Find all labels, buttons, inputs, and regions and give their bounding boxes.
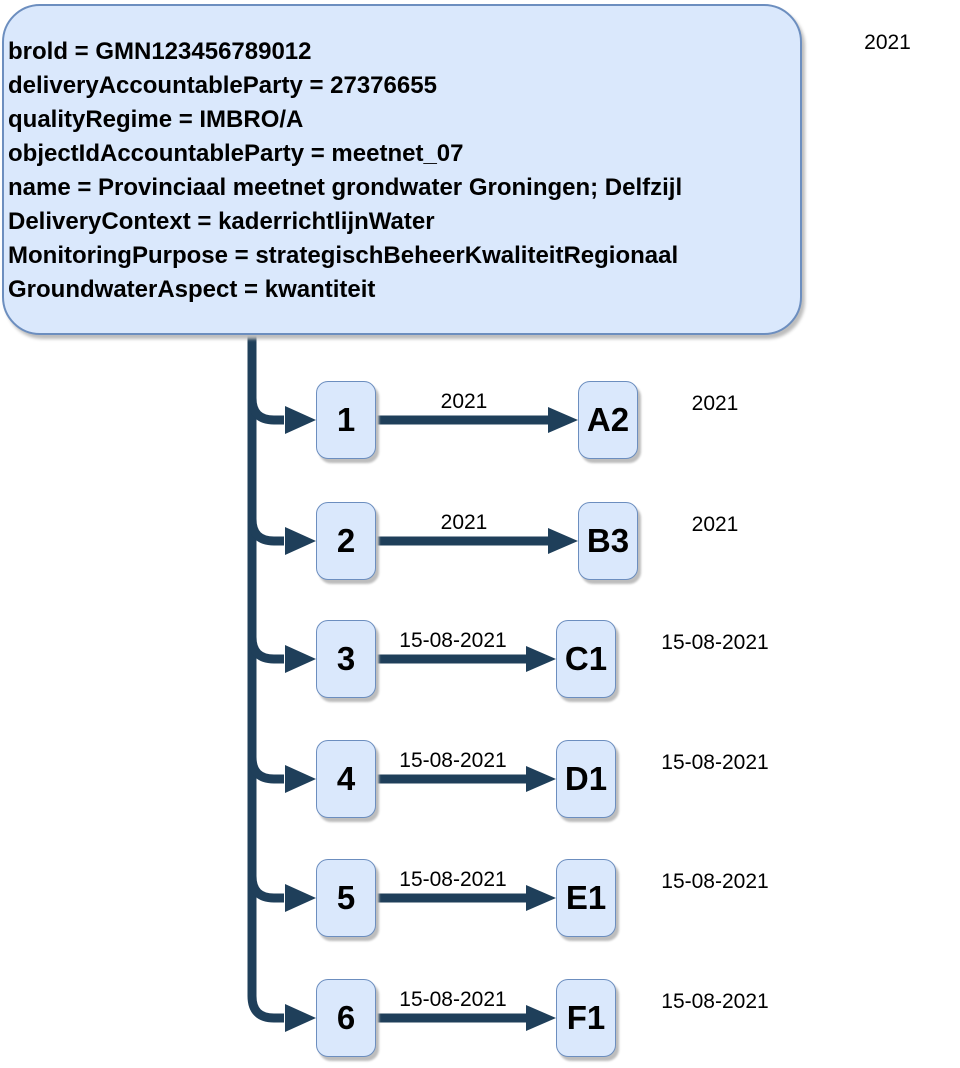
year-label-top-right: 2021 — [864, 31, 911, 54]
trunk-connector — [247, 335, 284, 1023]
sequence-node-3: 3 — [316, 620, 376, 698]
branch-connector — [247, 511, 284, 546]
edge-date-label: 2021 — [440, 390, 488, 413]
edge-date-label: 15-08-2021 — [399, 749, 507, 772]
edge-arrowhead-icon — [526, 766, 556, 792]
row-date-label: 15-08-2021 — [661, 870, 769, 893]
edge-arrowhead-icon — [526, 1005, 556, 1031]
metadata-line-object-id: objectIdAccountableParty = meetnet_07 — [8, 140, 464, 167]
metadata-line-name: name = Provinciaal meetnet grondwater Gr… — [8, 174, 683, 201]
tube-node-c1: C1 — [556, 620, 616, 698]
edge-date-label: 15-08-2021 — [399, 868, 507, 891]
row-date-label: 2021 — [691, 392, 739, 415]
sequence-node-4: 4 — [316, 740, 376, 818]
edge-date-label: 2021 — [440, 511, 488, 534]
branch-connector — [247, 749, 284, 784]
metadata-line-delivery-accountable-party: deliveryAccountableParty = 27376655 — [8, 72, 437, 99]
metadata-line-monitoring-purpose: MonitoringPurpose = strategischBeheerKwa… — [8, 242, 679, 269]
edge-arrowhead-icon — [526, 646, 556, 672]
branch-arrowhead-icon — [285, 884, 316, 912]
branch-arrowhead-icon — [285, 406, 316, 434]
row-date-label: 2021 — [691, 513, 739, 536]
branch-arrowhead-icon — [285, 765, 316, 793]
branch-arrowhead-icon — [285, 645, 316, 673]
tube-node-b3: B3 — [578, 502, 638, 580]
edge-arrowhead-icon — [526, 885, 556, 911]
row-date-label: 15-08-2021 — [661, 990, 769, 1013]
tube-node-a2: A2 — [578, 381, 638, 459]
branch-arrowhead-icon — [285, 1004, 316, 1032]
sequence-node-1: 1 — [316, 381, 376, 459]
branch-connector — [247, 868, 284, 903]
edge-date-label: 15-08-2021 — [399, 629, 507, 652]
row-date-label: 15-08-2021 — [661, 631, 769, 654]
metadata-line-brold: brold = GMN123456789012 — [8, 38, 312, 65]
branch-connector — [247, 629, 284, 664]
sequence-node-6: 6 — [316, 979, 376, 1057]
branch-arrowhead-icon — [285, 527, 316, 555]
branch-connector — [247, 390, 284, 425]
tube-node-f1: F1 — [556, 979, 616, 1057]
tube-node-e1: E1 — [556, 859, 616, 937]
edge-arrowhead-icon — [548, 407, 578, 433]
sequence-node-5: 5 — [316, 859, 376, 937]
gmn-root-node: brold = GMN123456789012 deliveryAccounta… — [2, 4, 802, 335]
metadata-line-delivery-context: DeliveryContext = kaderrichtlijnWater — [8, 208, 435, 235]
metadata-line-groundwater-aspect: GroundwaterAspect = kwantiteit — [8, 276, 376, 303]
row-date-label: 15-08-2021 — [661, 751, 769, 774]
tube-node-d1: D1 — [556, 740, 616, 818]
sequence-node-2: 2 — [316, 502, 376, 580]
edge-arrowhead-icon — [548, 528, 578, 554]
edge-date-label: 15-08-2021 — [399, 988, 507, 1011]
metadata-line-quality-regime: qualityRegime = IMBRO/A — [8, 106, 304, 133]
